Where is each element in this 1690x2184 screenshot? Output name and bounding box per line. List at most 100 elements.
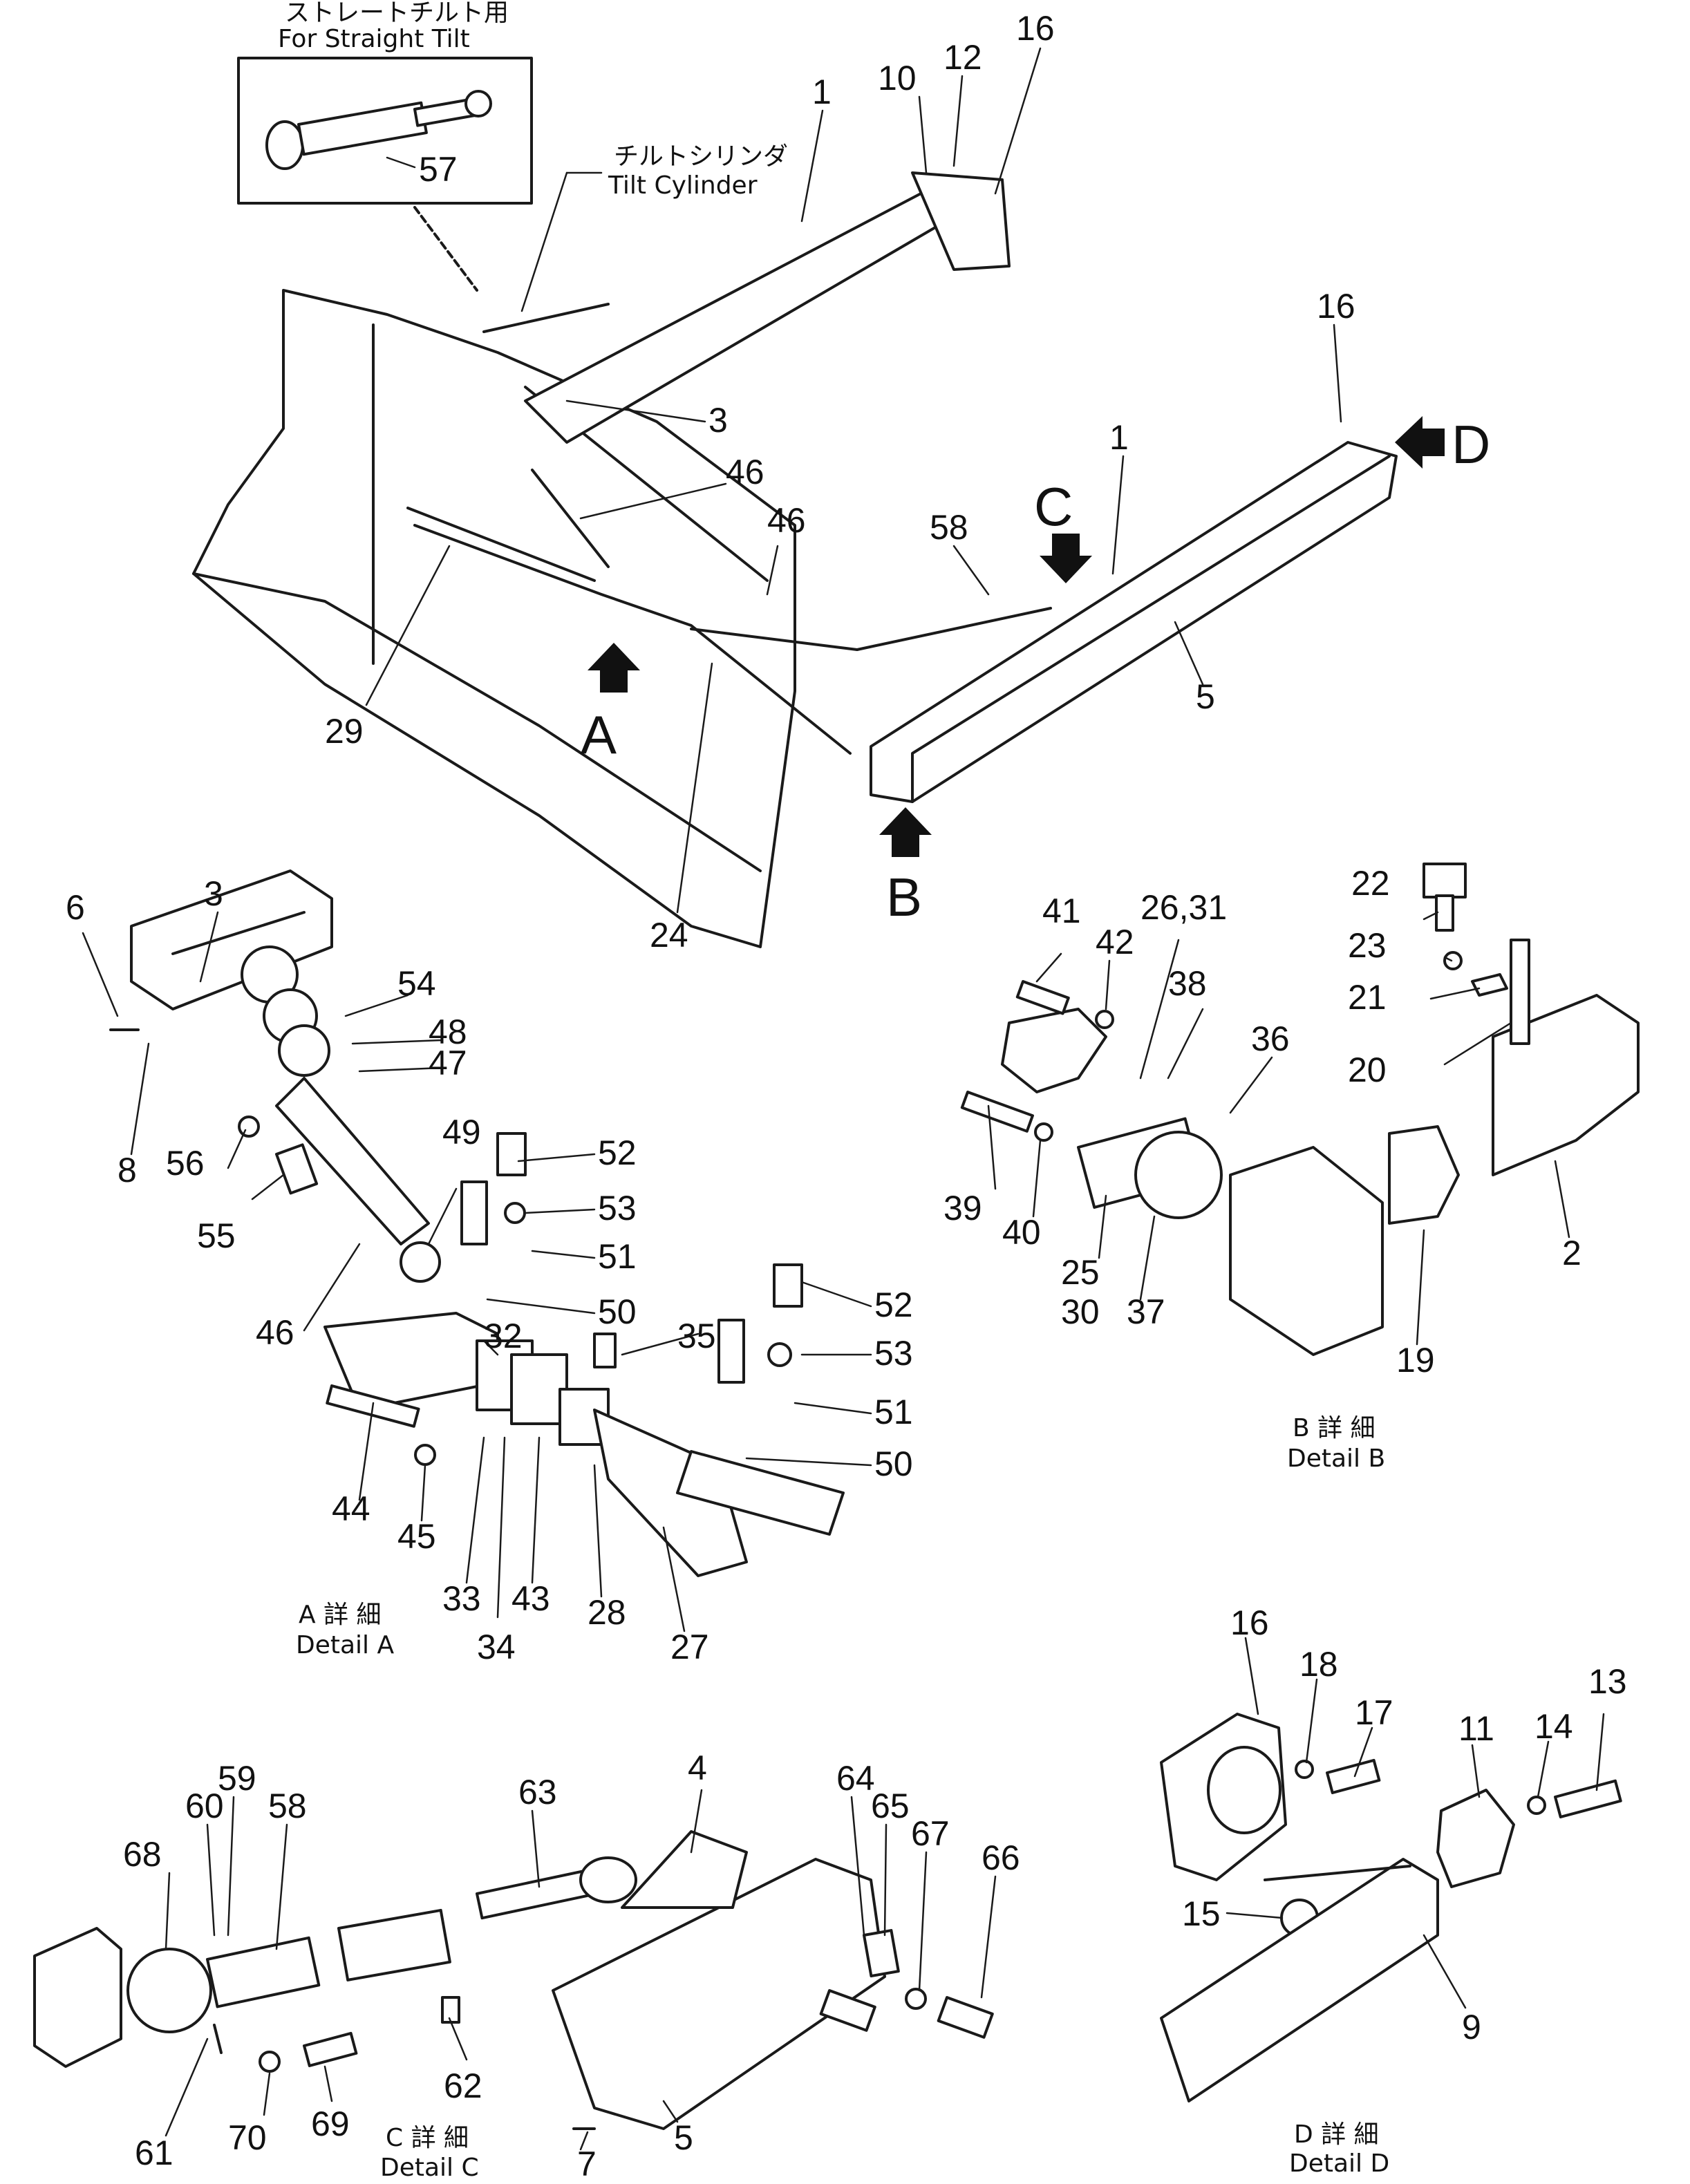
detail-b-caption-jp: B 詳 細 [1293,1414,1376,1442]
detail-a-part-45: 45 [397,1517,436,1556]
detail-c-caption-jp: C 詳 細 [386,2124,469,2152]
detail-d-part-15: 15 [1182,1894,1221,1933]
detail-d-part-14: 14 [1534,1707,1573,1746]
main-part-3: 3 [708,401,728,440]
view-arrow-a [588,643,640,693]
detail-a-caption-jp: A 詳 細 [299,1601,382,1629]
detail-c-bracket-4 [621,1830,748,1909]
tilt-cylinder-label-en: Tilt Cylinder [608,171,758,200]
detail-c-part-58: 58 [268,1787,307,1825]
frame-right [870,441,1398,803]
detail-d-cap-11 [1436,1789,1515,1888]
main-part-58: 58 [930,508,968,547]
detail-c-part-67: 67 [911,1814,950,1853]
detail-a-part-51-upper: 51 [598,1237,637,1276]
detail-b-block-19 [1388,1125,1460,1225]
detail-b-part-26-31: 26,31 [1140,888,1227,927]
tilt-cylinder-label-jp: チルトシリンダ [614,142,788,171]
detail-c-frame-5 [552,1858,886,2130]
detail-d-part-13: 13 [1588,1662,1627,1701]
view-letter-d: D [1452,414,1490,475]
detail-b-part-42: 42 [1096,923,1134,961]
detail-d-frame-9 [1160,1858,1439,2102]
detail-a-part-50-lower: 50 [874,1444,913,1483]
main-part-5: 5 [1196,677,1215,716]
detail-b: 22 41 42 26,31 23 38 21 36 20 39 40 25 3… [943,863,1640,1473]
detail-c-part-61: 61 [135,2134,173,2172]
view-arrow-c [1040,534,1092,583]
inset-caption-jp: ストレートチルト用 [285,0,509,27]
detail-b-part-36: 36 [1251,1019,1290,1058]
detail-a-part-53-lower: 53 [874,1334,913,1373]
main-part-24: 24 [650,916,688,954]
detail-c-part-66: 66 [982,1838,1020,1877]
detail-b-part-38: 38 [1168,964,1207,1003]
main-part-29: 29 [325,712,364,751]
detail-d-part-18: 18 [1299,1645,1338,1684]
inset-straight-tilt: ストレートチルト用 For Straight Tilt 57 [237,0,533,292]
detail-a-part-44: 44 [332,1489,370,1528]
detail-b-part-39: 39 [943,1189,982,1227]
detail-b-part-21: 21 [1348,978,1387,1017]
detail-c-part-62: 62 [444,2067,482,2105]
inset-frame [237,57,533,205]
detail-c-part-69: 69 [311,2105,350,2143]
detail-a-joint [241,945,330,1077]
detail-a-part-54: 54 [397,964,436,1003]
detail-c-rod-58 [206,1936,321,2008]
detail-a-part-35: 35 [677,1317,716,1355]
frame-left [524,175,983,444]
detail-d-part-17: 17 [1355,1693,1393,1732]
detail-a-part-50-upper: 50 [598,1292,637,1331]
detail-a-part-34: 34 [477,1628,516,1666]
detail-b-part-40: 40 [1002,1213,1041,1252]
detail-a-part-33: 33 [442,1579,481,1618]
blade [192,289,796,948]
main-part-16-right: 16 [1317,287,1355,326]
detail-a-part-8: 8 [118,1151,137,1189]
main-part-46-left: 46 [726,453,764,491]
detail-d: 16 18 17 13 11 14 15 9 D 詳 細 Detail D [1160,1603,1627,2178]
detail-a-cylinder [275,1077,430,1245]
main-part-1-lower: 1 [1109,418,1129,457]
part-57: 57 [419,150,458,189]
detail-a-part-47: 47 [429,1044,467,1082]
main-part-16-upper: 16 [1016,9,1055,48]
detail-a-part-3: 3 [204,874,223,913]
detail-b-part-30: 30 [1061,1292,1100,1331]
detail-c-joint [126,1948,212,2033]
detail-b-part-37: 37 [1127,1292,1165,1331]
detail-b-part-23: 23 [1348,926,1387,965]
detail-c: 4 59 63 64 65 60 58 67 68 66 62 61 70 69… [33,1749,1020,2183]
main-part-1-upper: 1 [812,73,832,111]
detail-a-part-56: 56 [166,1144,205,1183]
detail-a-part-49: 49 [442,1113,481,1151]
detail-a-part-46: 46 [256,1313,294,1352]
detail-a-part-6: 6 [66,888,85,927]
straight-tilt-cylinder [265,90,492,170]
detail-a-part-53-upper: 53 [598,1189,637,1227]
detail-b-housing [1001,1008,1107,1093]
detail-c-tube [337,1908,451,1981]
inset-caption-en: For Straight Tilt [278,25,470,53]
detail-d-caption-jp: D 詳 細 [1294,2120,1379,2149]
detail-b-part-41: 41 [1042,892,1081,930]
detail-a-caption-en: Detail A [296,1631,394,1659]
detail-a-part-48: 48 [429,1013,467,1051]
detail-c-caption-en: Detail C [380,2154,479,2182]
detail-d-boss [1207,1746,1281,1834]
detail-d-part-11: 11 [1458,1709,1494,1748]
tilt-cylinder-label: チルトシリンダ Tilt Cylinder [520,142,788,312]
view-letter-a: A [581,704,617,765]
detail-c-part-7: 7 [577,2145,597,2183]
detail-b-part-22: 22 [1351,864,1390,903]
main-part-46-right: 46 [767,501,806,540]
main-assembly-view: A B C D 1 10 12 16 3 16 1 46 46 58 5 29 … [192,9,1490,954]
view-letter-b: B [886,867,922,928]
detail-a-part-51-lower: 51 [874,1393,913,1431]
detail-a-part-52-upper: 52 [598,1133,637,1172]
view-letter-c: C [1034,476,1073,537]
detail-a: 6 3 54 48 47 8 56 49 52 53 55 51 50 46 3… [66,869,913,1666]
main-part-10: 10 [878,59,917,97]
